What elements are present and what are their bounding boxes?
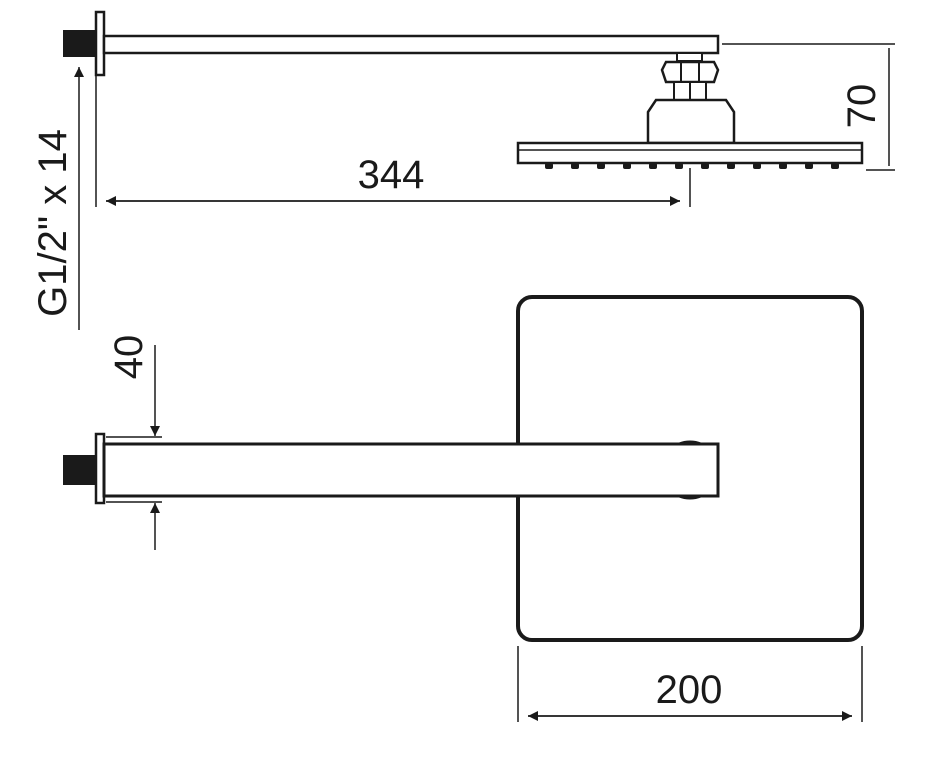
shower-head-plate-side: [516, 141, 864, 165]
wall-nut-top: [63, 455, 96, 485]
dimension-200-label: 200: [656, 668, 723, 712]
shower-head-neck: [646, 98, 736, 145]
dimension-70-label: 70: [840, 84, 884, 129]
dimension-200: [517, 646, 863, 722]
dimension-344: [95, 75, 691, 207]
shower-arm-side: [102, 34, 720, 55]
dimension-40: [106, 345, 162, 550]
side-view: [63, 10, 864, 169]
shower-arm-top: [102, 442, 720, 498]
dimension-70: [722, 43, 895, 171]
wall-nut-side: [63, 30, 96, 57]
dimension-344-label: 344: [358, 153, 425, 197]
top-view: [63, 295, 864, 642]
nozzles: [545, 163, 839, 169]
dimension-40-label: 40: [107, 335, 151, 380]
ball-joint-connector: [660, 52, 720, 101]
thread-spec-label: G1/2" x 14: [31, 129, 75, 317]
